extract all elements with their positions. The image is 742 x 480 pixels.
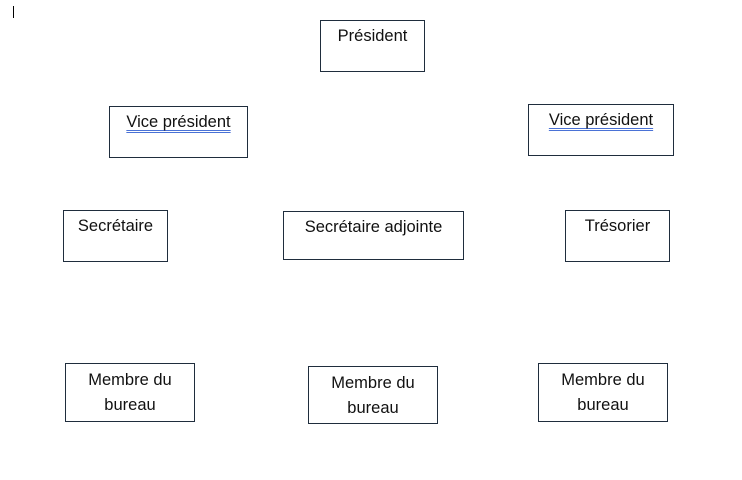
secretaire-box[interactable]: Secrétaire xyxy=(63,210,168,262)
secretaire-label: Secrétaire xyxy=(77,217,154,235)
vice-president-left-label: Vice président xyxy=(126,113,231,131)
vice-president-right-label: Vice président xyxy=(548,111,654,129)
membre-du-bureau-2-label: Membre du bureau xyxy=(331,374,415,417)
vice-president-left-box[interactable]: Vice président xyxy=(109,106,248,158)
text-cursor xyxy=(13,6,14,18)
membre-du-bureau-3-box[interactable]: Membre du bureau xyxy=(538,363,668,422)
membre-du-bureau-1-label: Membre du bureau xyxy=(88,371,172,414)
tresorier-label: Trésorier xyxy=(584,217,651,235)
secretaire-adjointe-box[interactable]: Secrétaire adjointe xyxy=(283,211,464,260)
membre-du-bureau-1-box[interactable]: Membre du bureau xyxy=(65,363,195,422)
secretaire-adjointe-label: Secrétaire adjointe xyxy=(304,218,443,236)
president-label: Président xyxy=(337,27,408,45)
president-box[interactable]: Président xyxy=(320,20,425,72)
vice-president-right-box[interactable]: Vice président xyxy=(528,104,674,156)
tresorier-box[interactable]: Trésorier xyxy=(565,210,670,262)
membre-du-bureau-2-box[interactable]: Membre du bureau xyxy=(308,366,438,424)
membre-du-bureau-3-label: Membre du bureau xyxy=(561,371,645,414)
